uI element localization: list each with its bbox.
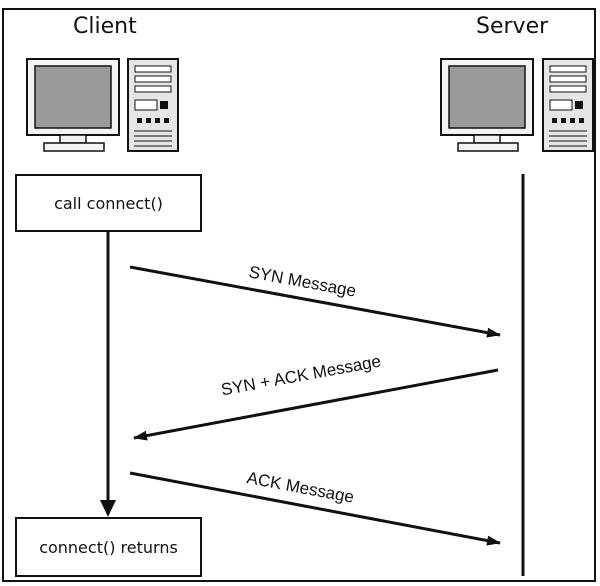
ack-arrow bbox=[129, 471, 501, 546]
client-lifeline-arrowhead bbox=[100, 500, 116, 517]
connect-returns-box: connect() returns bbox=[15, 517, 202, 577]
server-computer-icon bbox=[440, 58, 594, 152]
server-title: Server bbox=[476, 14, 549, 39]
call-connect-box: call connect() bbox=[15, 174, 202, 232]
syn-ack-arrow bbox=[133, 368, 499, 441]
client-computer-icon bbox=[26, 58, 179, 152]
diagram-frame bbox=[2, 8, 596, 582]
client-title: Client bbox=[73, 14, 137, 39]
syn-arrow bbox=[129, 265, 501, 338]
